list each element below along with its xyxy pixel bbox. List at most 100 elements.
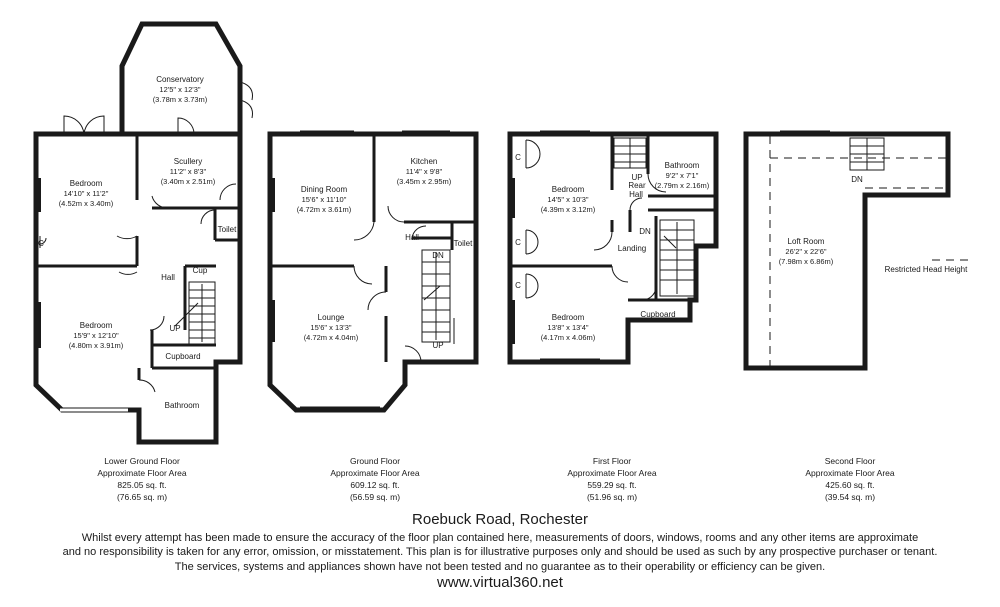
door-swing: [641, 287, 657, 301]
room-name: Scullery: [174, 157, 202, 166]
floor-area-sqm: (56.59 sq. m): [350, 492, 400, 502]
room-dimensions: 15'9" x 12'10": [73, 331, 119, 340]
door-swing: [200, 209, 216, 225]
room-dimensions: 11'4" x 9'8": [406, 167, 443, 176]
room-dimensions: 14'5" x 10'3": [547, 195, 588, 204]
stair-up-label: UP: [169, 324, 180, 333]
floor-area-sqft: 825.05 sq. ft.: [117, 480, 166, 490]
room-name: Kitchen: [411, 157, 438, 166]
door-swing: [629, 197, 643, 211]
second-floor-outline: [743, 131, 951, 371]
door-swing: [149, 315, 165, 331]
cupboard-door: [39, 236, 47, 248]
floor-name: Second Floor: [825, 456, 876, 466]
floor-name: First Floor: [593, 456, 631, 466]
staircase: [421, 249, 451, 343]
second-floor-plan: [743, 130, 972, 371]
room-dimensions: 11'2" x 8'3": [170, 167, 207, 176]
ground-floor-outline: [267, 131, 479, 413]
website-link[interactable]: www.virtual360.net: [437, 574, 563, 591]
floor-area-sqm: (76.65 sq. m): [117, 492, 167, 502]
door-swing: [353, 221, 375, 241]
room-dimensions-metric: (3.78m x 3.73m): [153, 95, 208, 104]
floor-area-label: Approximate Floor Area: [567, 468, 657, 478]
fireplace: [270, 178, 275, 212]
room-dimensions: 9'2" x 7'1": [666, 171, 699, 180]
stair-down-label: DN: [639, 227, 651, 236]
cupboard-door: [525, 229, 539, 255]
door-swing: [647, 173, 667, 193]
fireplace: [36, 302, 41, 348]
conservatory-door-swing: [239, 81, 253, 119]
toilet-label: Toilet: [218, 225, 237, 234]
room-dimensions-metric: (4.52m x 3.40m): [59, 199, 114, 208]
toilet-label: Toilet: [454, 239, 473, 248]
room-dimensions-metric: (7.98m x 6.86m): [779, 257, 834, 266]
room-dimensions-metric: (2.79m x 2.16m): [655, 181, 710, 190]
cupboard-c-label: C: [515, 281, 521, 290]
room-name: Conservatory: [156, 75, 204, 84]
room-dimensions: 13'8" x 13'4": [547, 323, 588, 332]
room-dimensions: 15'6" x 13'3": [310, 323, 351, 332]
door-swing: [151, 195, 169, 209]
landing-label: Landing: [618, 244, 646, 253]
room-name: Bedroom: [552, 313, 585, 322]
first-floor-plan: [507, 130, 719, 365]
room-dimensions-metric: (4.72m x 4.04m): [304, 333, 359, 342]
bathroom-label: Bathroom: [165, 401, 200, 410]
door-swing: [593, 231, 613, 251]
room-dimensions: 15'6" x 11'10": [302, 195, 347, 204]
cupboard-label: Cup: [193, 266, 208, 275]
disclaimer-line: Whilst every attempt has been made to en…: [81, 532, 919, 544]
room-dimensions-metric: (3.45m x 2.95m): [397, 177, 452, 186]
floor-area-sqft: 425.60 sq. ft.: [825, 480, 874, 490]
floor-area-sqm: (51.96 sq. m): [587, 492, 637, 502]
room-name: Loft Room: [788, 237, 825, 246]
lower-ground-outline: [33, 131, 243, 445]
property-title: Roebuck Road, Rochester: [412, 511, 588, 528]
door-swing: [177, 117, 195, 135]
room-dimensions: 12'5" x 12'3": [159, 85, 200, 94]
legend-restricted-label: Restricted Head Height: [885, 265, 968, 274]
room-dimensions-metric: (4.80m x 3.91m): [69, 341, 124, 350]
room-dimensions-metric: (3.40m x 2.51m): [161, 177, 216, 186]
lower-ground-floor-plan: [33, 21, 253, 445]
door-swing: [219, 183, 237, 201]
cupboard-c-label: C: [515, 238, 521, 247]
door-swing: [411, 225, 427, 239]
rear-hall-label: Rear: [628, 181, 646, 190]
room-name: Bedroom: [552, 185, 585, 194]
cupboard-door: [525, 273, 539, 299]
fireplace: [510, 178, 515, 218]
stair-up-label: UP: [432, 341, 443, 350]
door-swing: [116, 235, 138, 275]
hall-label: Hall: [161, 273, 175, 282]
cupboard-c-label: C: [515, 153, 521, 162]
door-swing: [404, 345, 422, 363]
door-swing: [353, 265, 373, 285]
stair-up-label: UP: [631, 173, 642, 182]
room-dimensions-metric: (4.17m x 4.06m): [541, 333, 596, 342]
ground-floor-plan: [267, 130, 479, 413]
cupboard-door: [525, 139, 541, 169]
floor-area-sqft: 559.29 sq. ft.: [587, 480, 636, 490]
fireplace: [270, 300, 275, 342]
door-swing: [367, 291, 387, 311]
floor-area-sqft: 609.12 sq. ft.: [350, 480, 399, 490]
floor-area-sqm: (39.54 sq. m): [825, 492, 875, 502]
floor-name: Lower Ground Floor: [104, 456, 180, 466]
fireplace: [36, 178, 41, 212]
door-swing: [611, 265, 629, 283]
stair-down-label: DN: [432, 251, 444, 260]
room-name: Bedroom: [70, 179, 103, 188]
room-name: Bathroom: [665, 161, 700, 170]
disclaimer-line: The services, systems and appliances sho…: [174, 560, 826, 573]
french-doors-swing: [63, 115, 105, 135]
room-dimensions-metric: (4.39m x 3.12m): [541, 205, 596, 214]
cupboard-label: Cupboard: [640, 310, 675, 319]
door-swing: [138, 379, 156, 393]
floor-area-captions: Lower Ground Floor Approximate Floor Are…: [97, 456, 895, 502]
room-dimensions: 26'2" x 22'6": [785, 247, 826, 256]
disclaimer: Whilst every attempt has been made to en…: [0, 531, 1000, 574]
